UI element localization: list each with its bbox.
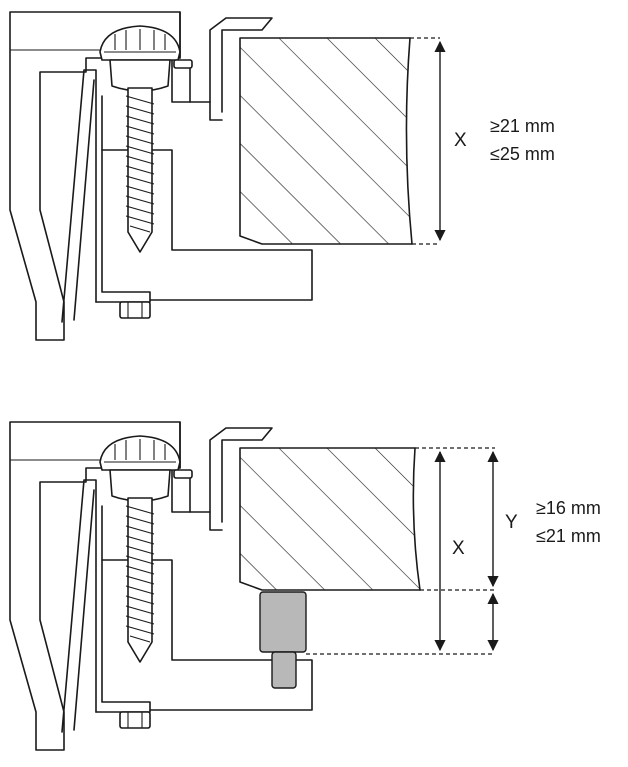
dimension-label-x-top: X [454, 130, 467, 151]
dimension-label-x-bottom: X [452, 538, 465, 559]
spec-min-bottom: ≥16 mm [536, 498, 601, 518]
spec-max-top: ≤25 mm [490, 144, 555, 164]
spacer-block [259, 591, 307, 689]
spec-min-top: ≥21 mm [490, 116, 555, 136]
dimension-label-y: Y [505, 512, 518, 533]
bottom-panel: X Y ≥16 mm ≤21 mm [9, 421, 601, 751]
top-panel: X ≥21 mm ≤25 mm [9, 11, 555, 341]
worktop-top [239, 37, 413, 245]
spec-max-bottom: ≤21 mm [536, 526, 601, 546]
worktop-bottom [239, 447, 421, 591]
